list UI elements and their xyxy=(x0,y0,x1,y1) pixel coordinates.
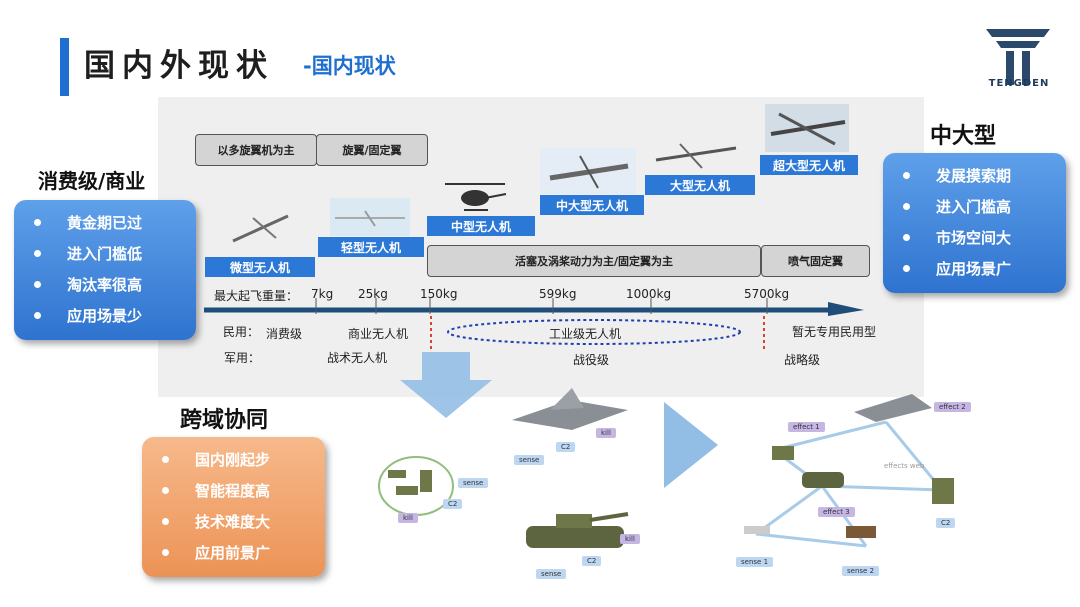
helicopter-icon xyxy=(445,183,507,211)
tag-sense-jet: sense xyxy=(514,455,545,465)
dotted-separators xyxy=(430,316,765,352)
civil-label: 民用： xyxy=(223,325,260,339)
label-light: 轻型无人机 xyxy=(318,237,424,257)
industrial-ellipse xyxy=(447,319,741,345)
tag-sense-tank: sense xyxy=(536,569,567,579)
civil-none: 暂无专用民用型 xyxy=(792,325,877,339)
cross-domain-item: 应用前景广 xyxy=(162,542,270,563)
axis-label: 最大起飞重量： xyxy=(214,289,299,303)
label-super-large: 超大型无人机 xyxy=(760,155,858,175)
fighter-jet-icon xyxy=(512,388,628,430)
label-micro: 微型无人机 xyxy=(205,257,315,277)
mid-large-card: 发展摸索期 进入门槛高 市场空间大 应用场景广 xyxy=(883,153,1066,293)
tag-kill-jet: kill xyxy=(596,428,616,438)
tank-icon xyxy=(526,512,629,548)
micro-drone-icon xyxy=(232,214,289,243)
tag-sense-1: sense 1 xyxy=(736,557,774,567)
mid-large-item: 市场空间大 xyxy=(903,227,1011,248)
axis-tick-150kg: 150kg xyxy=(420,287,458,301)
military-campaign: 战役级 xyxy=(573,353,610,367)
category-box-piston: 活塞及涡桨动力为主/固定翼为主 xyxy=(427,245,761,277)
down-arrow-icon xyxy=(400,352,492,418)
cross-domain-card: 国内刚起步 智能程度高 技术难度大 应用前景广 xyxy=(142,437,325,577)
tag-c2: C2 xyxy=(443,499,463,509)
logo-text: TENGDEN xyxy=(988,78,1050,89)
tag-kill-tank: kill xyxy=(620,534,640,544)
mid-large-item: 进入门槛高 xyxy=(903,196,1011,217)
tag-effects-web: effects web xyxy=(884,462,925,470)
military-tactical: 战术无人机 xyxy=(327,351,388,365)
mid-large-heading: 中大型 xyxy=(930,124,997,149)
axis-arrow xyxy=(204,298,864,316)
axis-tick-1000kg: 1000kg xyxy=(626,287,672,301)
tag-c2-jet: C2 xyxy=(556,442,576,452)
consumer-heading: 消费级/商业 xyxy=(38,169,146,193)
large-drone-icon xyxy=(655,143,737,169)
consumer-item: 黄金期已过 xyxy=(34,212,142,233)
consumer-card: 黄金期已过 进入门槛低 淘汰率很高 应用场景少 xyxy=(14,200,196,340)
mid-large-item: 应用场景广 xyxy=(903,258,1011,279)
cross-domain-item: 技术难度大 xyxy=(162,511,270,532)
consumer-item: 应用场景少 xyxy=(34,305,142,326)
military-label: 军用： xyxy=(224,351,261,365)
cross-domain-heading: 跨域协同 xyxy=(180,408,269,433)
axis-tick-599kg: 599kg xyxy=(539,287,577,301)
axis-tick-7kg: 7kg xyxy=(311,287,334,301)
page-title: 国内外现状 xyxy=(84,48,274,84)
mid-large-item: 发展摸索期 xyxy=(903,165,1011,186)
label-medium-large: 中大型无人机 xyxy=(540,195,644,215)
tag-c2-web: C2 xyxy=(936,518,956,528)
tag-effect-3: effect 3 xyxy=(818,507,855,517)
consumer-item: 淘汰率很高 xyxy=(34,274,142,295)
civil-industrial: 工业级无人机 xyxy=(549,327,622,341)
tengden-logo-icon xyxy=(986,29,1050,85)
axis-tick-25kg: 25kg xyxy=(358,287,388,301)
light-drone-icon xyxy=(330,198,410,236)
super-large-drone-icon xyxy=(765,104,849,152)
kill-chain-cluster xyxy=(378,456,454,516)
cross-domain-item: 国内刚起步 xyxy=(162,449,270,470)
tag-c2-tank: C2 xyxy=(582,556,602,566)
civil-consumer: 消费级 xyxy=(266,327,303,341)
axis-tick-5700kg: 5700kg xyxy=(744,287,790,301)
tag-sense: sense xyxy=(458,478,489,488)
category-box-rotor-fixed: 旋翼/固定翼 xyxy=(316,134,428,166)
label-large: 大型无人机 xyxy=(645,175,755,195)
consumer-item: 进入门槛低 xyxy=(34,243,142,264)
tag-effect-1: effect 1 xyxy=(788,422,825,432)
category-box-jet: 喷气固定翼 xyxy=(761,245,870,277)
title-accent-bar xyxy=(60,38,69,96)
tag-sense-2: sense 2 xyxy=(842,566,880,576)
seaplane-drone-icon xyxy=(540,148,636,194)
label-medium: 中型无人机 xyxy=(427,216,535,236)
civil-commercial: 商业无人机 xyxy=(348,327,409,341)
military-strategic: 战略级 xyxy=(784,353,821,367)
page-subtitle: -国内现状 xyxy=(303,54,396,78)
tag-effect-2: effect 2 xyxy=(934,402,971,412)
tag-kill: kill xyxy=(398,513,418,523)
effects-web-icon xyxy=(744,394,954,548)
right-arrow-icon xyxy=(664,402,718,488)
cross-domain-item: 智能程度高 xyxy=(162,480,270,501)
category-box-multirotor: 以多旋翼机为主 xyxy=(195,134,317,166)
